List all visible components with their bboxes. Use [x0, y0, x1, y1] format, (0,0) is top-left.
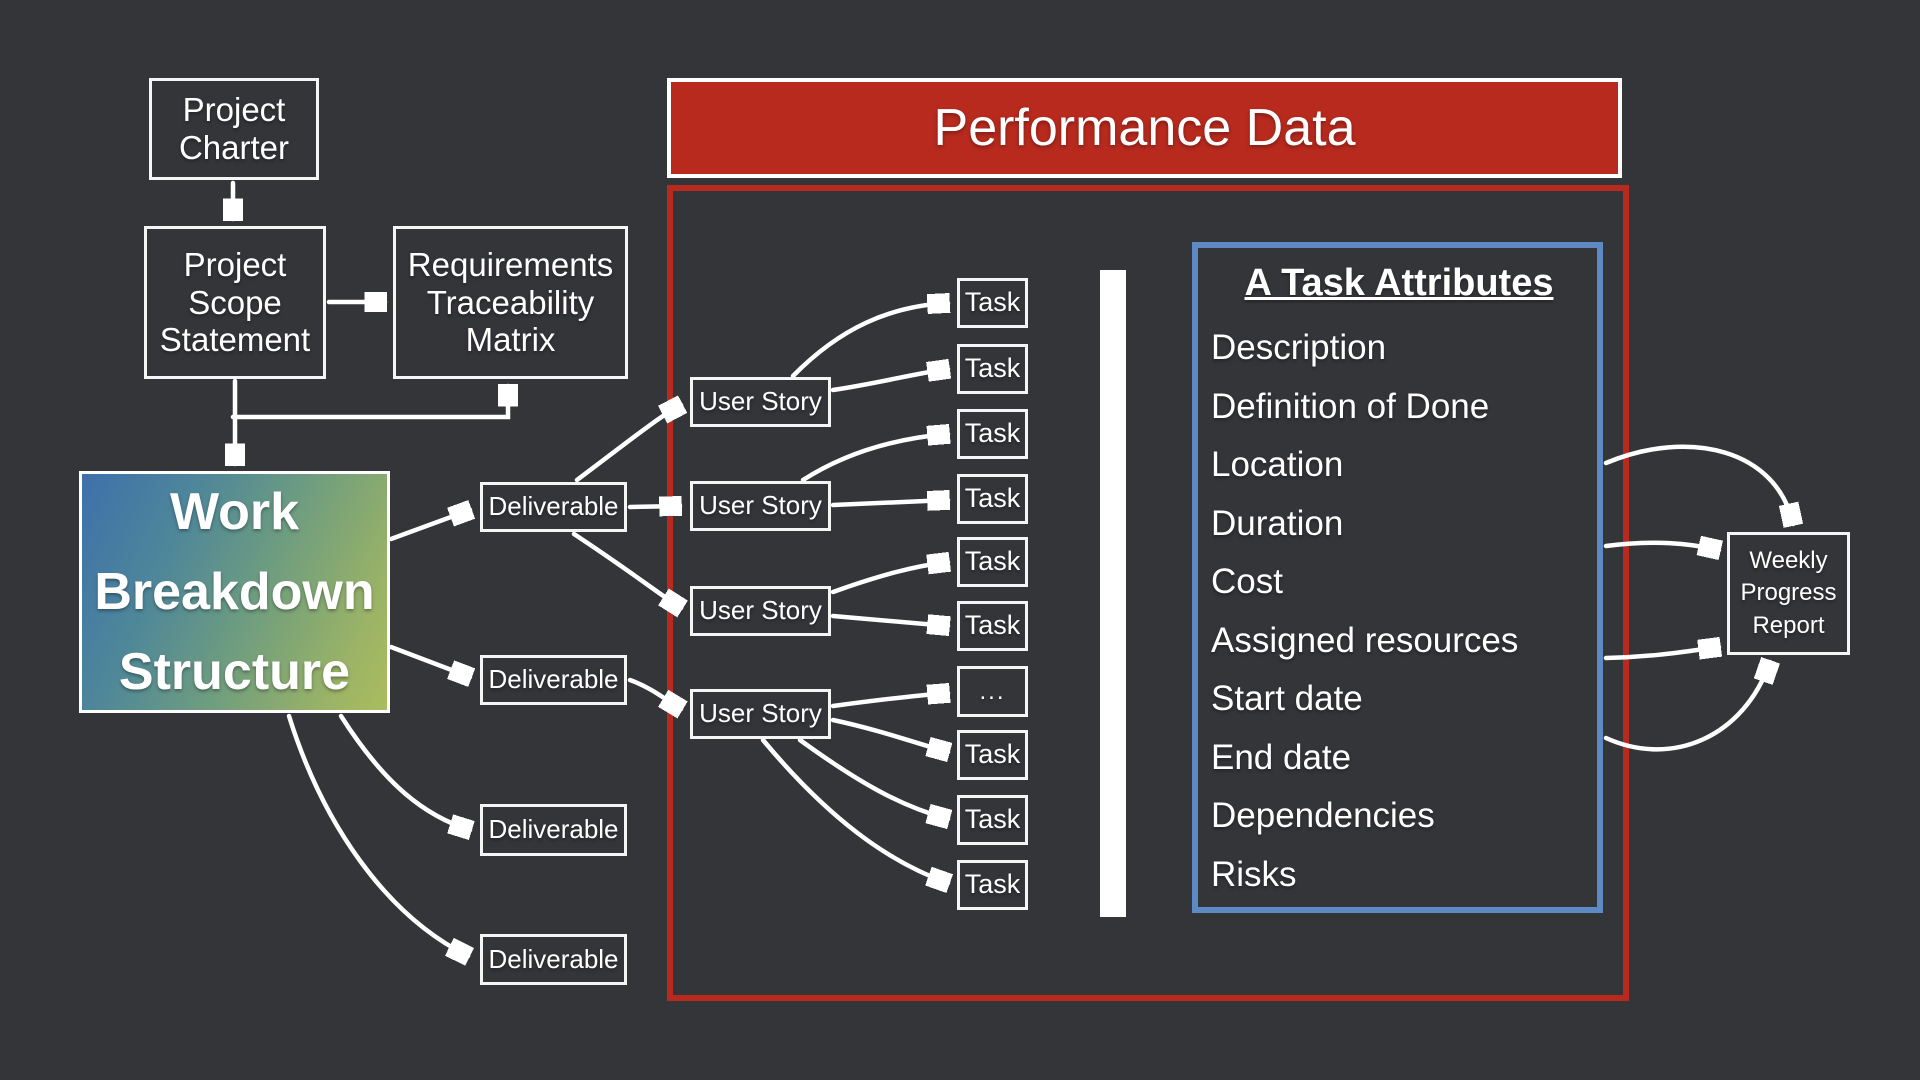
arrow-attrs-to-wpr-left-lower	[1603, 647, 1719, 661]
task-node: Task	[957, 795, 1028, 845]
project-scope-statement-node: Project Scope Statement	[144, 226, 326, 379]
task-node: Task	[957, 474, 1028, 524]
task-node: Task	[957, 278, 1028, 328]
attribute-item: Assigned resources	[1211, 620, 1519, 660]
arrow-us2-to-task3	[800, 434, 948, 483]
arrow-us4-to-task8	[797, 737, 948, 819]
user-story-node: User Story	[690, 689, 831, 739]
requirements-traceability-matrix-node: Requirements Traceability Matrix	[393, 226, 628, 379]
project-charter-node: Project Charter	[149, 78, 319, 180]
arrow-us2-to-task4	[830, 500, 951, 505]
task-attributes-panel: A Task Attributes Description Definition…	[1192, 242, 1603, 913]
divider-bar	[1100, 270, 1126, 917]
deliverable-node: Deliverable	[480, 655, 627, 705]
arrow-us4-to-task7	[830, 717, 948, 752]
task-node: Task	[957, 537, 1028, 587]
arrow-wbs-to-deliverable-1	[388, 510, 470, 542]
user-story-node: User Story	[690, 481, 831, 531]
arrow-us4-to-task9	[760, 737, 948, 883]
arrow-us3-to-task5	[830, 562, 948, 595]
attribute-item: End date	[1211, 737, 1352, 777]
task-attributes-title: A Task Attributes	[1244, 262, 1554, 304]
arrow-wbs-to-deliverable-2	[388, 644, 470, 677]
ellipsis-task-node: ...	[957, 666, 1028, 717]
attribute-item: Location	[1211, 445, 1344, 484]
arrow-deliverable2-to-us4	[627, 677, 681, 709]
task-node: Task	[957, 601, 1028, 651]
attribute-item: Cost	[1211, 562, 1283, 601]
attribute-item: Risks	[1211, 854, 1297, 894]
attribute-item: Description	[1211, 328, 1387, 367]
arrow-us1-to-task2	[830, 369, 948, 393]
arrow-us1-to-task1	[790, 303, 948, 379]
task-node: Task	[957, 409, 1028, 459]
arrow-wbs-to-deliverable-4	[286, 713, 468, 956]
deliverable-node: Deliverable	[480, 482, 627, 532]
weekly-progress-report-node: Weekly Progress Report	[1727, 532, 1850, 655]
arrow-wbs-to-deliverable-3	[338, 713, 470, 830]
attribute-item: Start date	[1211, 679, 1363, 718]
arrow-deliverable1-to-us2	[627, 506, 683, 507]
arrow-deliverable1-to-us1	[574, 405, 681, 483]
attribute-item: Duration	[1211, 503, 1344, 543]
task-node: Task	[957, 730, 1028, 780]
user-story-node: User Story	[690, 377, 831, 427]
attribute-item: Definition of Done	[1211, 386, 1490, 426]
task-node: Task	[957, 860, 1028, 910]
task-node: Task	[957, 344, 1028, 394]
work-breakdown-structure-node: Work Breakdown Structure	[79, 471, 390, 713]
attribute-item: Dependencies	[1211, 796, 1435, 835]
arrow-scope-to-rtm-elbow	[230, 383, 508, 420]
arrow-deliverable1-to-us3	[571, 531, 681, 608]
user-story-node: User Story	[690, 586, 831, 636]
arrow-attrs-to-wpr-top	[1603, 444, 1793, 524]
arrow-attrs-to-wpr-bottom	[1603, 662, 1770, 752]
arrow-us4-to-dots	[830, 693, 948, 709]
arrow-us3-to-task6	[830, 613, 948, 626]
deliverable-node: Deliverable	[480, 934, 627, 985]
performance-data-banner: Performance Data	[667, 78, 1622, 178]
arrow-attrs-to-wpr-left-upper	[1603, 543, 1719, 550]
deliverable-node: Deliverable	[480, 804, 627, 856]
